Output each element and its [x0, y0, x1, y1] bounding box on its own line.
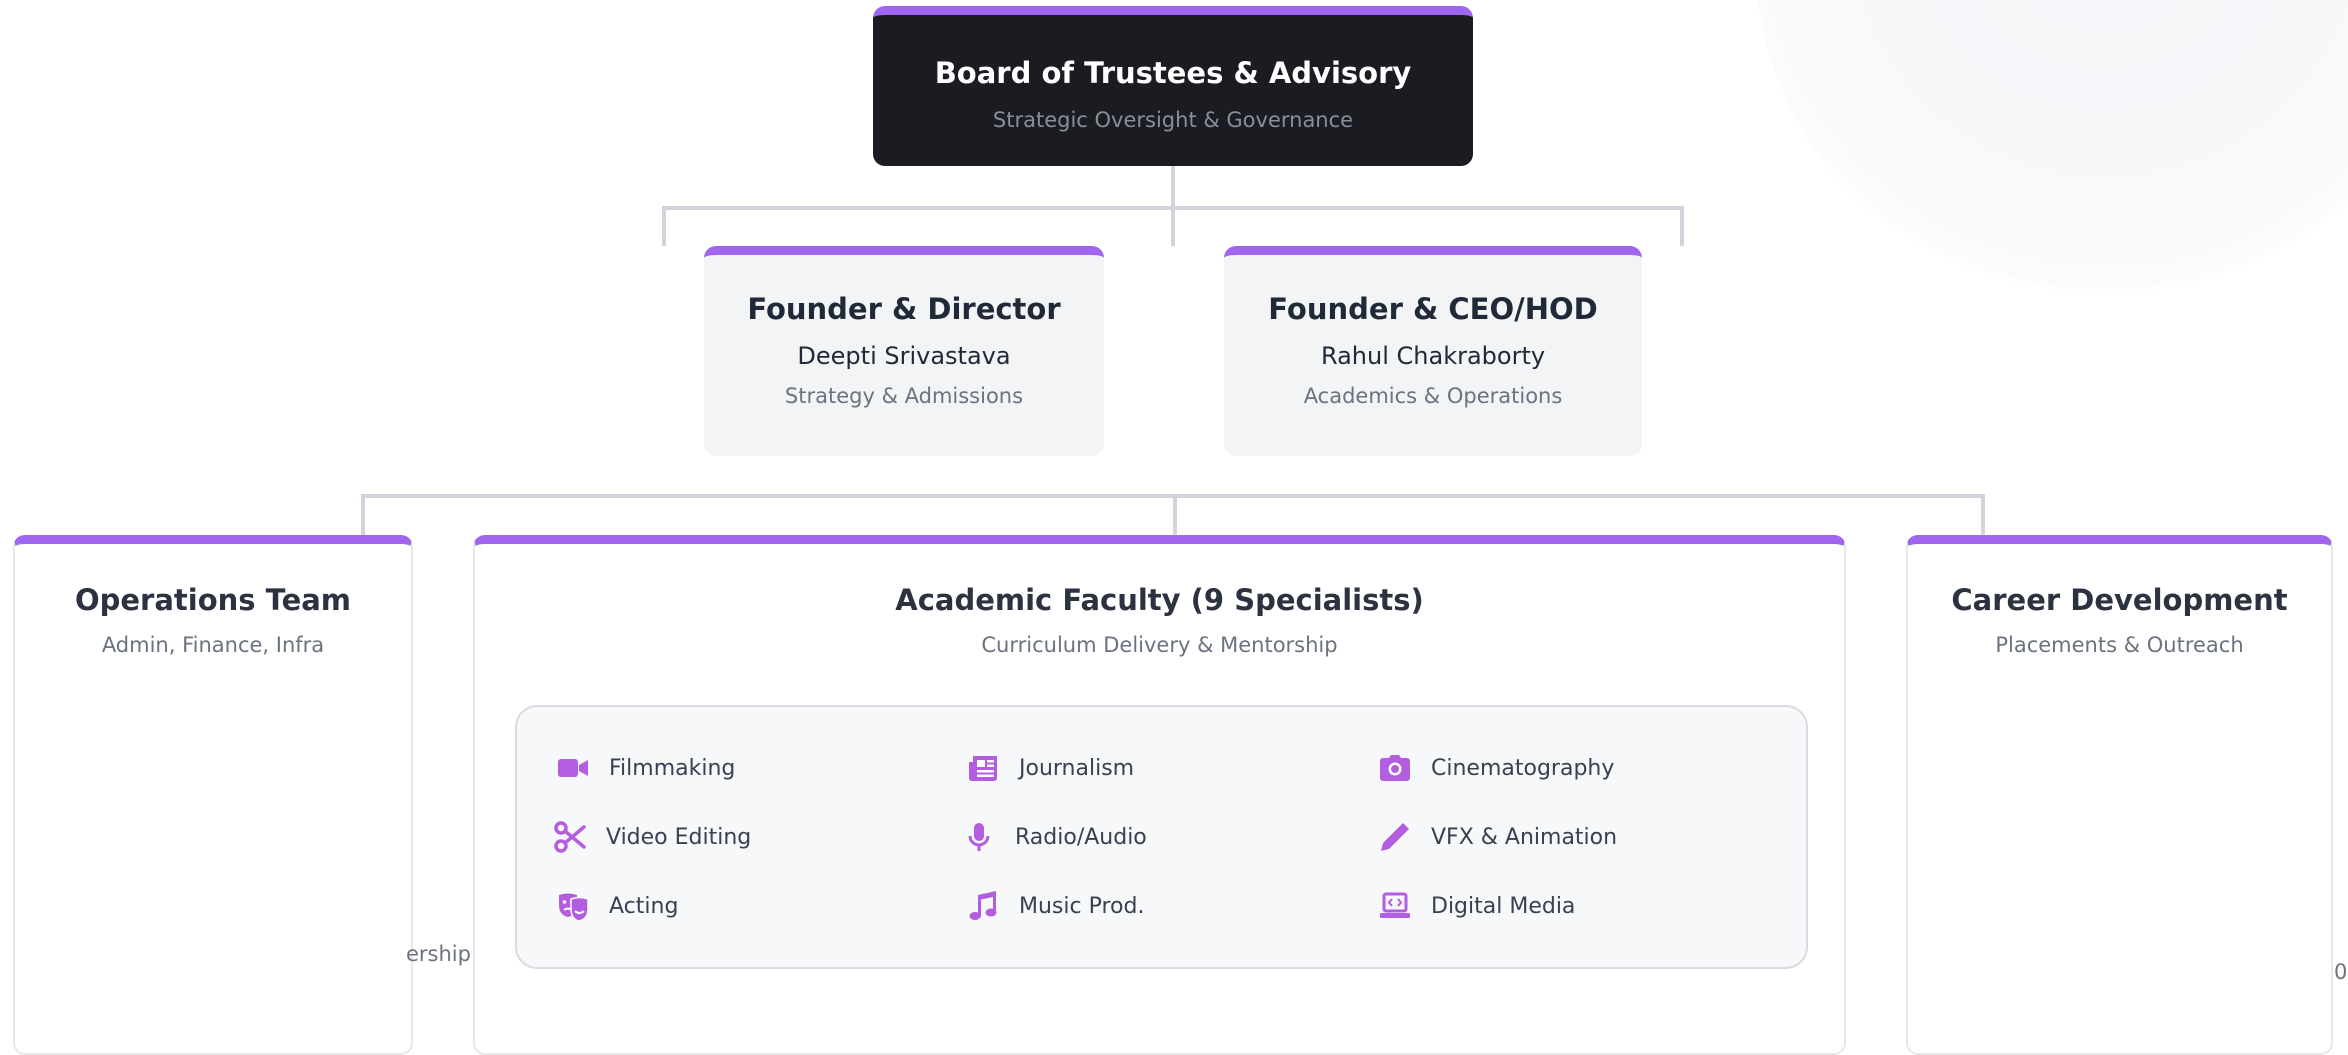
founder-title: Founder & CEO/HOD [1268, 292, 1598, 326]
connector-line [1680, 206, 1684, 246]
connector-line [1981, 494, 1985, 535]
connector-line [1173, 494, 1177, 535]
theater-masks-icon [559, 893, 589, 922]
department-subtitle: Curriculum Delivery & Mentorship [981, 633, 1338, 657]
founder-director-card: Founder & Director Deepti Srivastava Str… [704, 246, 1104, 456]
connector-line [662, 206, 1684, 210]
specialization-item: Journalism [967, 752, 1134, 784]
scissors-icon [554, 821, 586, 853]
specialization-label: Cinematography [1431, 755, 1615, 781]
specialization-label: Radio/Audio [1015, 824, 1147, 850]
specialization-label: VFX & Animation [1431, 824, 1618, 850]
specialization-item: Filmmaking [557, 752, 735, 784]
connector-line [662, 206, 666, 246]
video-camera-icon [558, 759, 588, 777]
specialization-label: Digital Media [1431, 893, 1576, 919]
laptop-code-icon [1380, 892, 1410, 918]
specialization-item: Acting [557, 890, 678, 922]
specialization-item: Radio/Audio [963, 821, 1147, 853]
department-title: Career Development [1951, 583, 2288, 617]
camera-icon [1380, 755, 1410, 781]
specialization-label: Journalism [1019, 755, 1135, 781]
specialization-item: Video Editing [554, 821, 751, 853]
specialization-item: Digital Media [1379, 890, 1575, 922]
founder-subtitle: Strategy & Admissions [784, 384, 1024, 408]
founder-ceo-card: Founder & CEO/HOD Rahul Chakraborty Acad… [1224, 246, 1642, 456]
decorative-background-circle [1755, 0, 2348, 305]
specialization-item: Music Prod. [967, 890, 1144, 922]
specialization-label: Filmmaking [609, 755, 736, 781]
founder-title: Founder & Director [747, 292, 1061, 326]
operations-team-card: Operations Team Admin, Finance, Infra [13, 535, 413, 1055]
clipped-text-fragment: 0 [2334, 960, 2348, 984]
department-subtitle: Placements & Outreach [1995, 633, 2244, 657]
microphone-icon [968, 823, 990, 851]
specialization-label: Acting [609, 893, 679, 919]
specialization-item: Cinematography [1379, 752, 1614, 784]
specialization-label: Video Editing [606, 824, 752, 850]
department-subtitle: Admin, Finance, Infra [101, 633, 325, 657]
department-title: Operations Team [74, 583, 352, 617]
board-subtitle: Strategic Oversight & Governance [992, 108, 1354, 132]
founder-name: Deepti Srivastava [797, 342, 1011, 370]
specializations-panel: Filmmaking Journalism Cinematography Vid… [515, 705, 1808, 969]
career-development-card: Career Development Placements & Outreach [1906, 535, 2333, 1055]
founder-subtitle: Academics & Operations [1303, 384, 1563, 408]
board-of-trustees-card: Board of Trustees & Advisory Strategic O… [873, 6, 1473, 166]
newspaper-icon [969, 756, 997, 781]
connector-line [361, 494, 365, 535]
board-title: Board of Trustees & Advisory [934, 56, 1412, 90]
music-note-icon [969, 891, 997, 920]
department-title: Academic Faculty (9 Specialists) [895, 583, 1424, 617]
specialization-label: Music Prod. [1019, 893, 1145, 919]
clipped-text-fragment: ership [406, 942, 471, 966]
specialization-item: VFX & Animation [1379, 821, 1617, 853]
founder-name: Rahul Chakraborty [1320, 342, 1546, 370]
pencil-icon [1381, 823, 1409, 851]
